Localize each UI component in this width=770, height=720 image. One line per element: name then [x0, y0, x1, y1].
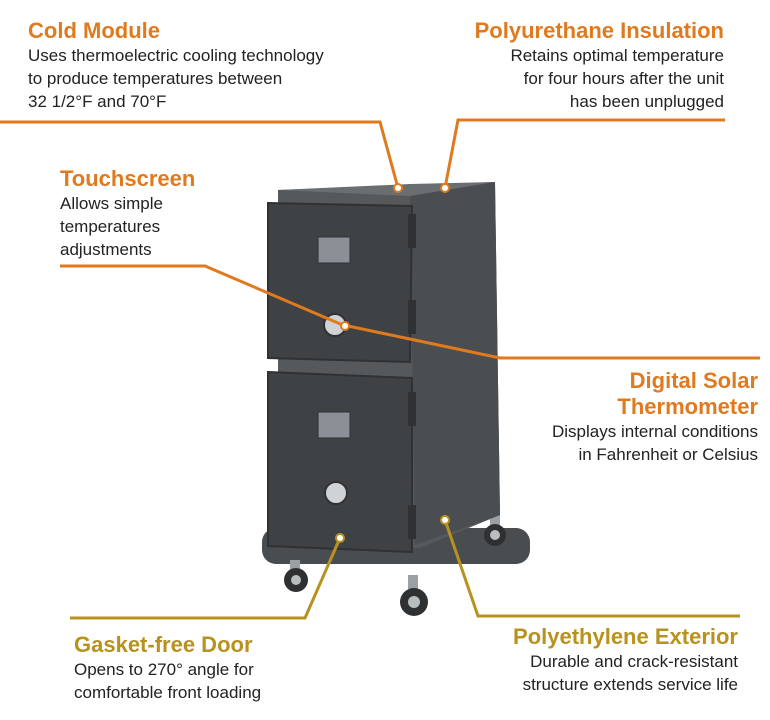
upper-door — [267, 201, 414, 364]
thermometer-title-line2: Thermometer — [617, 394, 758, 419]
caster-wheel — [400, 575, 428, 616]
callout-gasket-door: Gasket-free Door Opens to 270° angle for… — [74, 632, 261, 704]
upper-label-window — [317, 236, 351, 264]
insulation-desc: Retains optimal temperature for four hou… — [510, 46, 724, 111]
lower-dial — [324, 481, 348, 505]
hinge — [408, 214, 416, 248]
callout-exterior: Polyethylene Exterior Durable and crack-… — [513, 624, 738, 696]
touchscreen-title: Touchscreen — [60, 166, 196, 191]
gasket-door-desc: Opens to 270° angle for comfortable fron… — [74, 660, 262, 702]
touchscreen-desc: Allows simple temperatures adjustments — [60, 194, 163, 259]
hinge — [408, 392, 416, 426]
gasket-door-title: Gasket-free Door — [74, 632, 253, 657]
hinge — [408, 300, 416, 334]
caster-wheel — [284, 560, 308, 592]
leader-line-touchscreen — [60, 264, 346, 328]
hinge — [408, 505, 416, 539]
lower-door — [267, 370, 413, 554]
exterior-desc: Durable and crack-resistant structure ex… — [522, 652, 738, 694]
thermometer-desc: Displays internal conditions in Fahrenhe… — [552, 422, 758, 464]
cold-module-title: Cold Module — [28, 18, 160, 43]
cold-module-desc: Uses thermoelectric cooling technology t… — [28, 46, 324, 111]
leader-line-thermometer — [347, 324, 760, 360]
leader-line-cold-module — [0, 120, 400, 189]
exterior-title: Polyethylene Exterior — [513, 624, 738, 649]
insulation-title: Polyurethane Insulation — [474, 18, 724, 43]
leader-line-insulation — [443, 118, 725, 189]
callout-thermometer: Digital Solar Thermometer Displays inter… — [552, 368, 758, 466]
thermometer-title-line1: Digital Solar — [629, 368, 758, 393]
lower-label-window — [317, 411, 351, 439]
callout-touchscreen: Touchscreen Allows simple temperatures a… — [60, 166, 195, 261]
caster-wheel — [484, 515, 506, 546]
callout-cold-module: Cold Module Uses thermoelectric cooling … — [28, 18, 324, 113]
leader-line-gasket-door — [70, 537, 342, 620]
callout-insulation: Polyurethane Insulation Retains optimal … — [475, 18, 724, 113]
leader-line-exterior — [443, 519, 740, 618]
